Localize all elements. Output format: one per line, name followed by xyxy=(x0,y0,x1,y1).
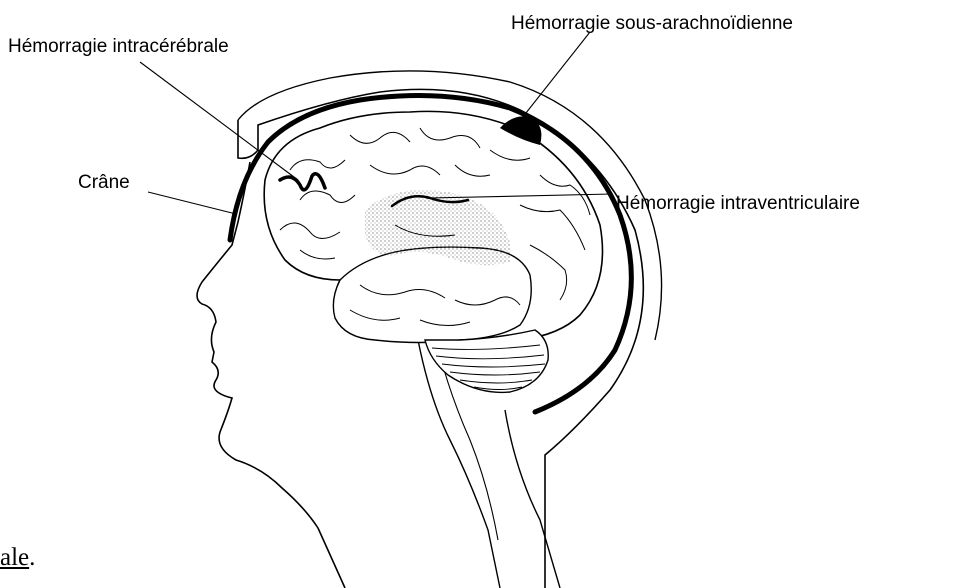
leader-skull xyxy=(148,192,236,214)
caption-fragment: ale. xyxy=(0,545,35,570)
leader-intracerebral xyxy=(140,62,298,180)
label-intracerebral: Hémorragie intracérébrale xyxy=(8,37,229,56)
label-subarachnoid: Hémorragie sous-arachnoïdienne xyxy=(511,14,793,33)
label-skull: Crâne xyxy=(78,173,130,192)
leader-subarachnoid xyxy=(522,32,590,118)
neck-back xyxy=(505,410,560,588)
label-intraventricular: Hémorragie intraventriculaire xyxy=(616,194,860,213)
caption-fragment-tail: . xyxy=(29,544,35,571)
caption-fragment-underlined: ale xyxy=(0,544,29,571)
